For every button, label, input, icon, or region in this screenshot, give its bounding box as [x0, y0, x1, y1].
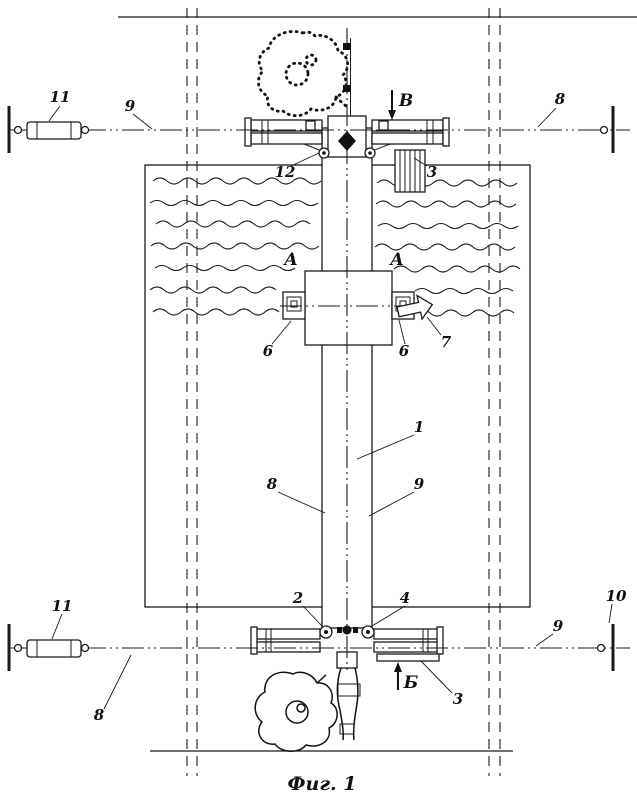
callout-11-top: 11	[50, 88, 71, 106]
callout-3-top: 3	[427, 163, 437, 181]
arrow-up-icon	[394, 662, 402, 672]
section-label-a-right: А	[388, 250, 404, 270]
harness-plate-lower	[339, 723, 355, 735]
animal-head-dotted	[284, 61, 310, 87]
left-wing-endcap	[244, 117, 252, 147]
view-arrow-v	[388, 90, 396, 120]
section-block-a-a	[282, 270, 415, 346]
view-arrow-b	[394, 662, 402, 690]
cylinder-body-bottom	[26, 639, 82, 658]
center-axes	[8, 28, 630, 672]
leader-lines	[48, 105, 613, 710]
water-wave-hatching	[149, 177, 521, 317]
direction-arrow-7	[396, 294, 434, 321]
callout-9-top: 9	[125, 97, 136, 115]
callout-3-bottom: 3	[453, 690, 463, 708]
callout-labels: 11 9 8 В 12 3 А А 6 6 7 1 8 9 2 4 11 9 1…	[50, 88, 627, 724]
callout-8-top: 8	[555, 90, 566, 108]
callout-9-bottom: 9	[553, 617, 564, 635]
middle-carriage-block	[304, 270, 393, 346]
section-label-a-left: А	[282, 250, 298, 270]
callout-1: 1	[414, 418, 424, 436]
callout-12: 12	[275, 163, 296, 181]
figure-caption: Фиг. 1	[288, 773, 357, 795]
animal-outline-solid-bottom	[254, 667, 361, 752]
right-wing-endcap-bottom	[436, 626, 444, 655]
right-wing-endcap	[442, 117, 450, 147]
callout-9-mid: 9	[414, 475, 425, 493]
arrow-down-icon	[388, 110, 396, 120]
callout-11-bottom: 11	[52, 597, 73, 615]
callout-10: 10	[606, 587, 627, 605]
callout-6-right: 6	[399, 342, 410, 360]
dashed-guide-lines	[186, 8, 501, 776]
coulter-bar-bottom	[376, 653, 440, 662]
harness-pin-upper	[343, 43, 351, 50]
anchor-flag-bottom-right	[596, 624, 615, 671]
animal-outline-dotted-top	[257, 30, 350, 118]
harness-plate-upper	[337, 683, 361, 697]
callout-4: 4	[400, 589, 410, 607]
callout-2: 2	[292, 589, 303, 607]
hitch-diamond	[338, 131, 356, 151]
animal-head	[285, 700, 309, 724]
harness-pin-lower	[343, 85, 351, 92]
view-label-b: Б	[403, 673, 419, 693]
cylinder-body	[26, 121, 82, 140]
anchor-flag-top-right	[599, 106, 615, 153]
callout-7: 7	[441, 333, 452, 351]
anchor-cylinder-bottom-left	[7, 624, 90, 671]
left-wing-endcap-bottom	[250, 626, 258, 655]
machine-details	[286, 38, 411, 639]
top-crossbar-assembly	[244, 115, 450, 193]
bottom-crossbar-assembly	[250, 626, 444, 669]
callout-6-left: 6	[263, 342, 274, 360]
center-pivot-bottom	[342, 625, 352, 635]
shaft-left	[336, 667, 344, 741]
callout-8-bottom: 8	[94, 706, 105, 724]
anchor-cylinder-top-left	[7, 106, 90, 153]
animal-body	[254, 671, 338, 752]
right-wing-bar-lower	[371, 132, 444, 145]
boundary-lines	[118, 16, 637, 752]
callout-8-mid: 8	[267, 475, 278, 493]
view-label-v: В	[398, 91, 413, 111]
